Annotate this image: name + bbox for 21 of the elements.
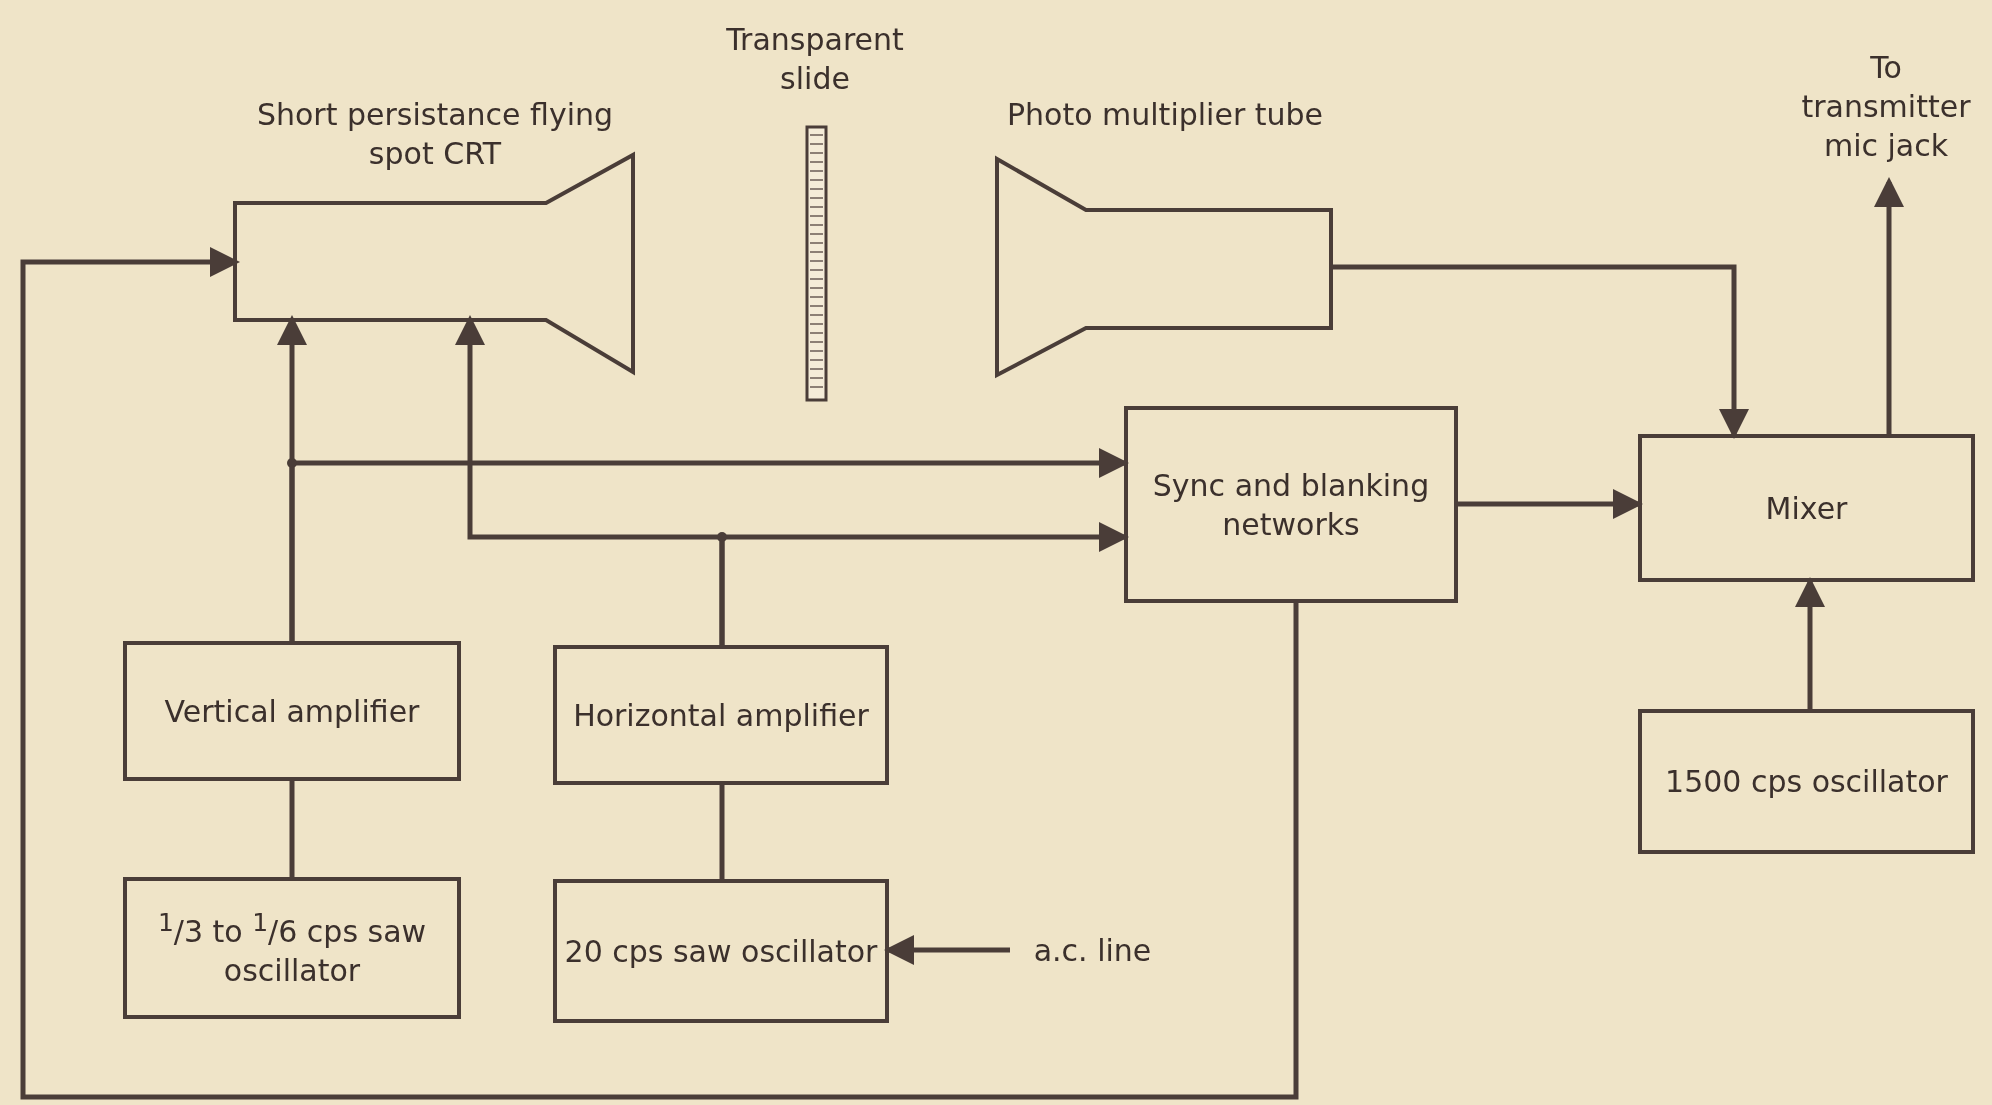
block-label: Horizontal amplifier — [573, 696, 869, 735]
block-label: $^{1}$/3 to $^{1}$/6 cps saw oscillator — [156, 906, 428, 990]
block-label: Sync and blanking networks — [1151, 466, 1431, 544]
arrow — [20, 247, 1299, 1100]
block-box — [1638, 709, 1975, 854]
block-box — [123, 877, 461, 1019]
component-label: Short persistance flying spot CRT — [255, 96, 615, 173]
component-label: Transparent slide — [725, 21, 905, 98]
signal-label: a.c. line — [1010, 928, 1175, 972]
signal-label: To transmitter mic jack — [1782, 30, 1990, 182]
block-box — [553, 879, 889, 1023]
block-label: Vertical amplifier — [164, 692, 420, 731]
block-label: 20 cps saw oscillator — [564, 932, 878, 971]
block-box — [553, 645, 889, 785]
block-label: 1500 cps oscillator — [1665, 763, 1948, 801]
block-box — [1124, 406, 1458, 603]
block-box — [1638, 434, 1975, 582]
component-label: Photo multiplier tube — [1005, 96, 1325, 134]
block-label: Mixer — [1765, 489, 1848, 528]
block-box — [123, 641, 461, 781]
arrow — [1874, 177, 1904, 434]
